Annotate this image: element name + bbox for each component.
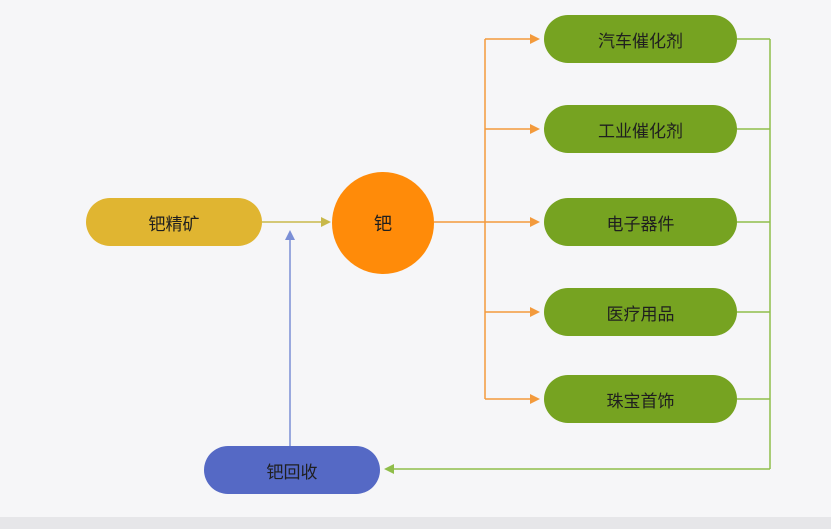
node-app-automotive-catalyst: 汽车催化剂: [544, 15, 737, 63]
edge-return-group: [384, 38, 771, 474]
node-app-label: 电子器件: [606, 214, 675, 235]
bottom-divider: [0, 517, 831, 529]
node-palladium: 钯: [332, 172, 434, 274]
node-app-label: 珠宝首饰: [606, 391, 675, 412]
edge-distribution-group: [434, 34, 540, 404]
node-app-jewelry: 珠宝首饰: [544, 375, 737, 423]
node-app-label: 汽车催化剂: [598, 31, 683, 52]
node-app-label: 工业催化剂: [598, 121, 683, 142]
node-app-industrial-catalyst: 工业催化剂: [544, 105, 737, 153]
node-palladium-concentrate-label: 钯精矿: [148, 214, 200, 235]
node-app-electronic-devices: 电子器件: [544, 198, 737, 246]
node-palladium-label: 钯: [374, 214, 392, 235]
node-app-medical-supplies: 医疗用品: [544, 288, 737, 336]
node-palladium-concentrate: 钯精矿: [86, 198, 262, 246]
node-palladium-recycling: 钯回收: [204, 446, 380, 494]
node-app-label: 医疗用品: [606, 304, 675, 325]
node-palladium-recycling-label: 钯回收: [266, 462, 318, 483]
